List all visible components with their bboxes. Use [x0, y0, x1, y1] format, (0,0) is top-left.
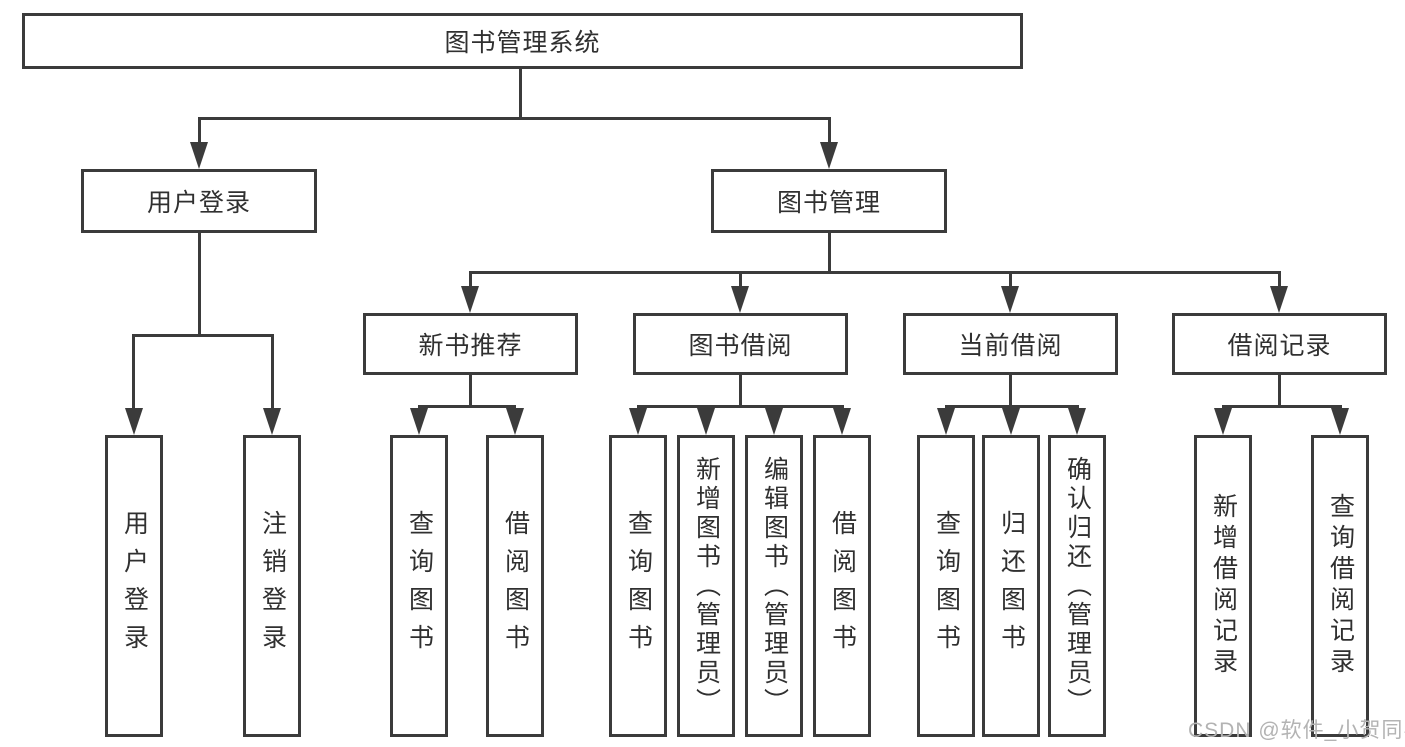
- connector-current-borrow-stem: [1009, 375, 1012, 408]
- leaf-edit-book-admin: 编辑图书（管理员）: [745, 435, 803, 737]
- node-label: 借阅图书: [828, 510, 857, 662]
- arrow-down-icon: [410, 408, 428, 435]
- arrow-down-icon: [1068, 408, 1086, 435]
- node-label: 借阅记录: [1227, 332, 1332, 360]
- connector-borrow-records-bar: [1222, 405, 1342, 408]
- node-label: 注销登录: [258, 510, 287, 662]
- connector-root-stem: [519, 69, 522, 120]
- leaf-confirm-return-admin: 确认归还（管理员）: [1048, 435, 1106, 737]
- node-label: 图书借阅: [688, 332, 793, 360]
- leaf-borrow-books-recommend: 借阅图书: [486, 435, 544, 737]
- node-library-system: 图书管理系统: [22, 13, 1023, 69]
- arrow-down-icon: [1270, 286, 1288, 313]
- node-label: 图书管理: [776, 189, 881, 217]
- node-current-borrow: 当前借阅: [903, 313, 1118, 375]
- connector-book-borrow-bar: [637, 405, 844, 408]
- connector-current-borrow-bar: [945, 405, 1079, 408]
- connector-book-mgmt-drop-2: [739, 271, 742, 293]
- node-new-book-recommend: 新书推荐: [363, 313, 578, 375]
- node-label: 新书推荐: [418, 332, 523, 360]
- connector-book-mgmt-drop-3: [1009, 271, 1012, 293]
- leaf-user-login: 用户登录: [105, 435, 163, 737]
- node-label: 当前借阅: [958, 332, 1063, 360]
- node-label: 用户登录: [120, 510, 149, 662]
- node-label: 确认归还（管理员）: [1063, 455, 1092, 717]
- node-book-management: 图书管理: [711, 169, 947, 233]
- node-label: 查询图书: [405, 510, 434, 662]
- leaf-add-book-admin: 新增图书（管理员）: [677, 435, 735, 737]
- arrow-down-icon: [765, 408, 783, 435]
- leaf-return-books: 归还图书: [982, 435, 1040, 737]
- node-label: 查询图书: [624, 510, 653, 662]
- connector-user-login-drop-2: [271, 334, 274, 412]
- node-label: 图书管理系统: [444, 29, 601, 57]
- node-user-login: 用户登录: [81, 169, 317, 233]
- node-book-borrow: 图书借阅: [633, 313, 848, 375]
- arrow-down-icon: [263, 408, 281, 435]
- connector-user-login-stem: [198, 233, 201, 337]
- leaf-query-borrow-record: 查询借阅记录: [1311, 435, 1369, 737]
- arrow-down-icon: [1214, 408, 1232, 435]
- connector-user-login-bar: [132, 334, 274, 337]
- leaf-query-books-recommend: 查询图书: [390, 435, 448, 737]
- connector-book-mgmt-bar: [469, 271, 1281, 274]
- leaf-query-books-borrow: 查询图书: [609, 435, 667, 737]
- leaf-borrow-books: 借阅图书: [813, 435, 871, 737]
- arrow-down-icon: [820, 142, 838, 169]
- node-label: 借阅图书: [501, 510, 530, 662]
- connector-borrow-records-stem: [1278, 375, 1281, 408]
- connector-root-drop-right: [828, 117, 831, 147]
- arrow-down-icon: [731, 286, 749, 313]
- arrow-down-icon: [1001, 286, 1019, 313]
- node-label: 用户登录: [146, 189, 251, 217]
- connector-book-mgmt-drop-4: [1278, 271, 1281, 293]
- connector-new-book-stem: [469, 375, 472, 408]
- arrow-down-icon: [461, 286, 479, 313]
- arrow-down-icon: [629, 408, 647, 435]
- node-label: 编辑图书（管理员）: [760, 455, 789, 717]
- arrow-down-icon: [937, 408, 955, 435]
- connector-root-drop-left: [198, 117, 201, 147]
- arrow-down-icon: [1002, 408, 1020, 435]
- connector-new-book-bar: [418, 405, 516, 408]
- connector-user-login-drop-1: [132, 334, 135, 412]
- leaf-query-books-current: 查询图书: [917, 435, 975, 737]
- connector-book-mgmt-drop-1: [469, 271, 472, 293]
- connector-root-bar: [198, 117, 831, 120]
- arrow-down-icon: [697, 408, 715, 435]
- connector-book-mgmt-stem: [828, 233, 831, 274]
- leaf-add-borrow-record: 新增借阅记录: [1194, 435, 1252, 737]
- node-label: 查询图书: [932, 510, 961, 662]
- watermark-text: CSDN @软件_小贺同学: [1188, 719, 1405, 742]
- connector-book-borrow-stem: [739, 375, 742, 408]
- arrow-down-icon: [190, 142, 208, 169]
- node-borrow-records: 借阅记录: [1172, 313, 1387, 375]
- node-label: 归还图书: [997, 510, 1026, 662]
- arrow-down-icon: [506, 408, 524, 435]
- arrow-down-icon: [1331, 408, 1349, 435]
- arrow-down-icon: [833, 408, 851, 435]
- node-label: 新增借阅记录: [1209, 493, 1238, 679]
- node-label: 查询借阅记录: [1326, 493, 1355, 679]
- arrow-down-icon: [125, 408, 143, 435]
- leaf-logout: 注销登录: [243, 435, 301, 737]
- node-label: 新增图书（管理员）: [692, 455, 721, 717]
